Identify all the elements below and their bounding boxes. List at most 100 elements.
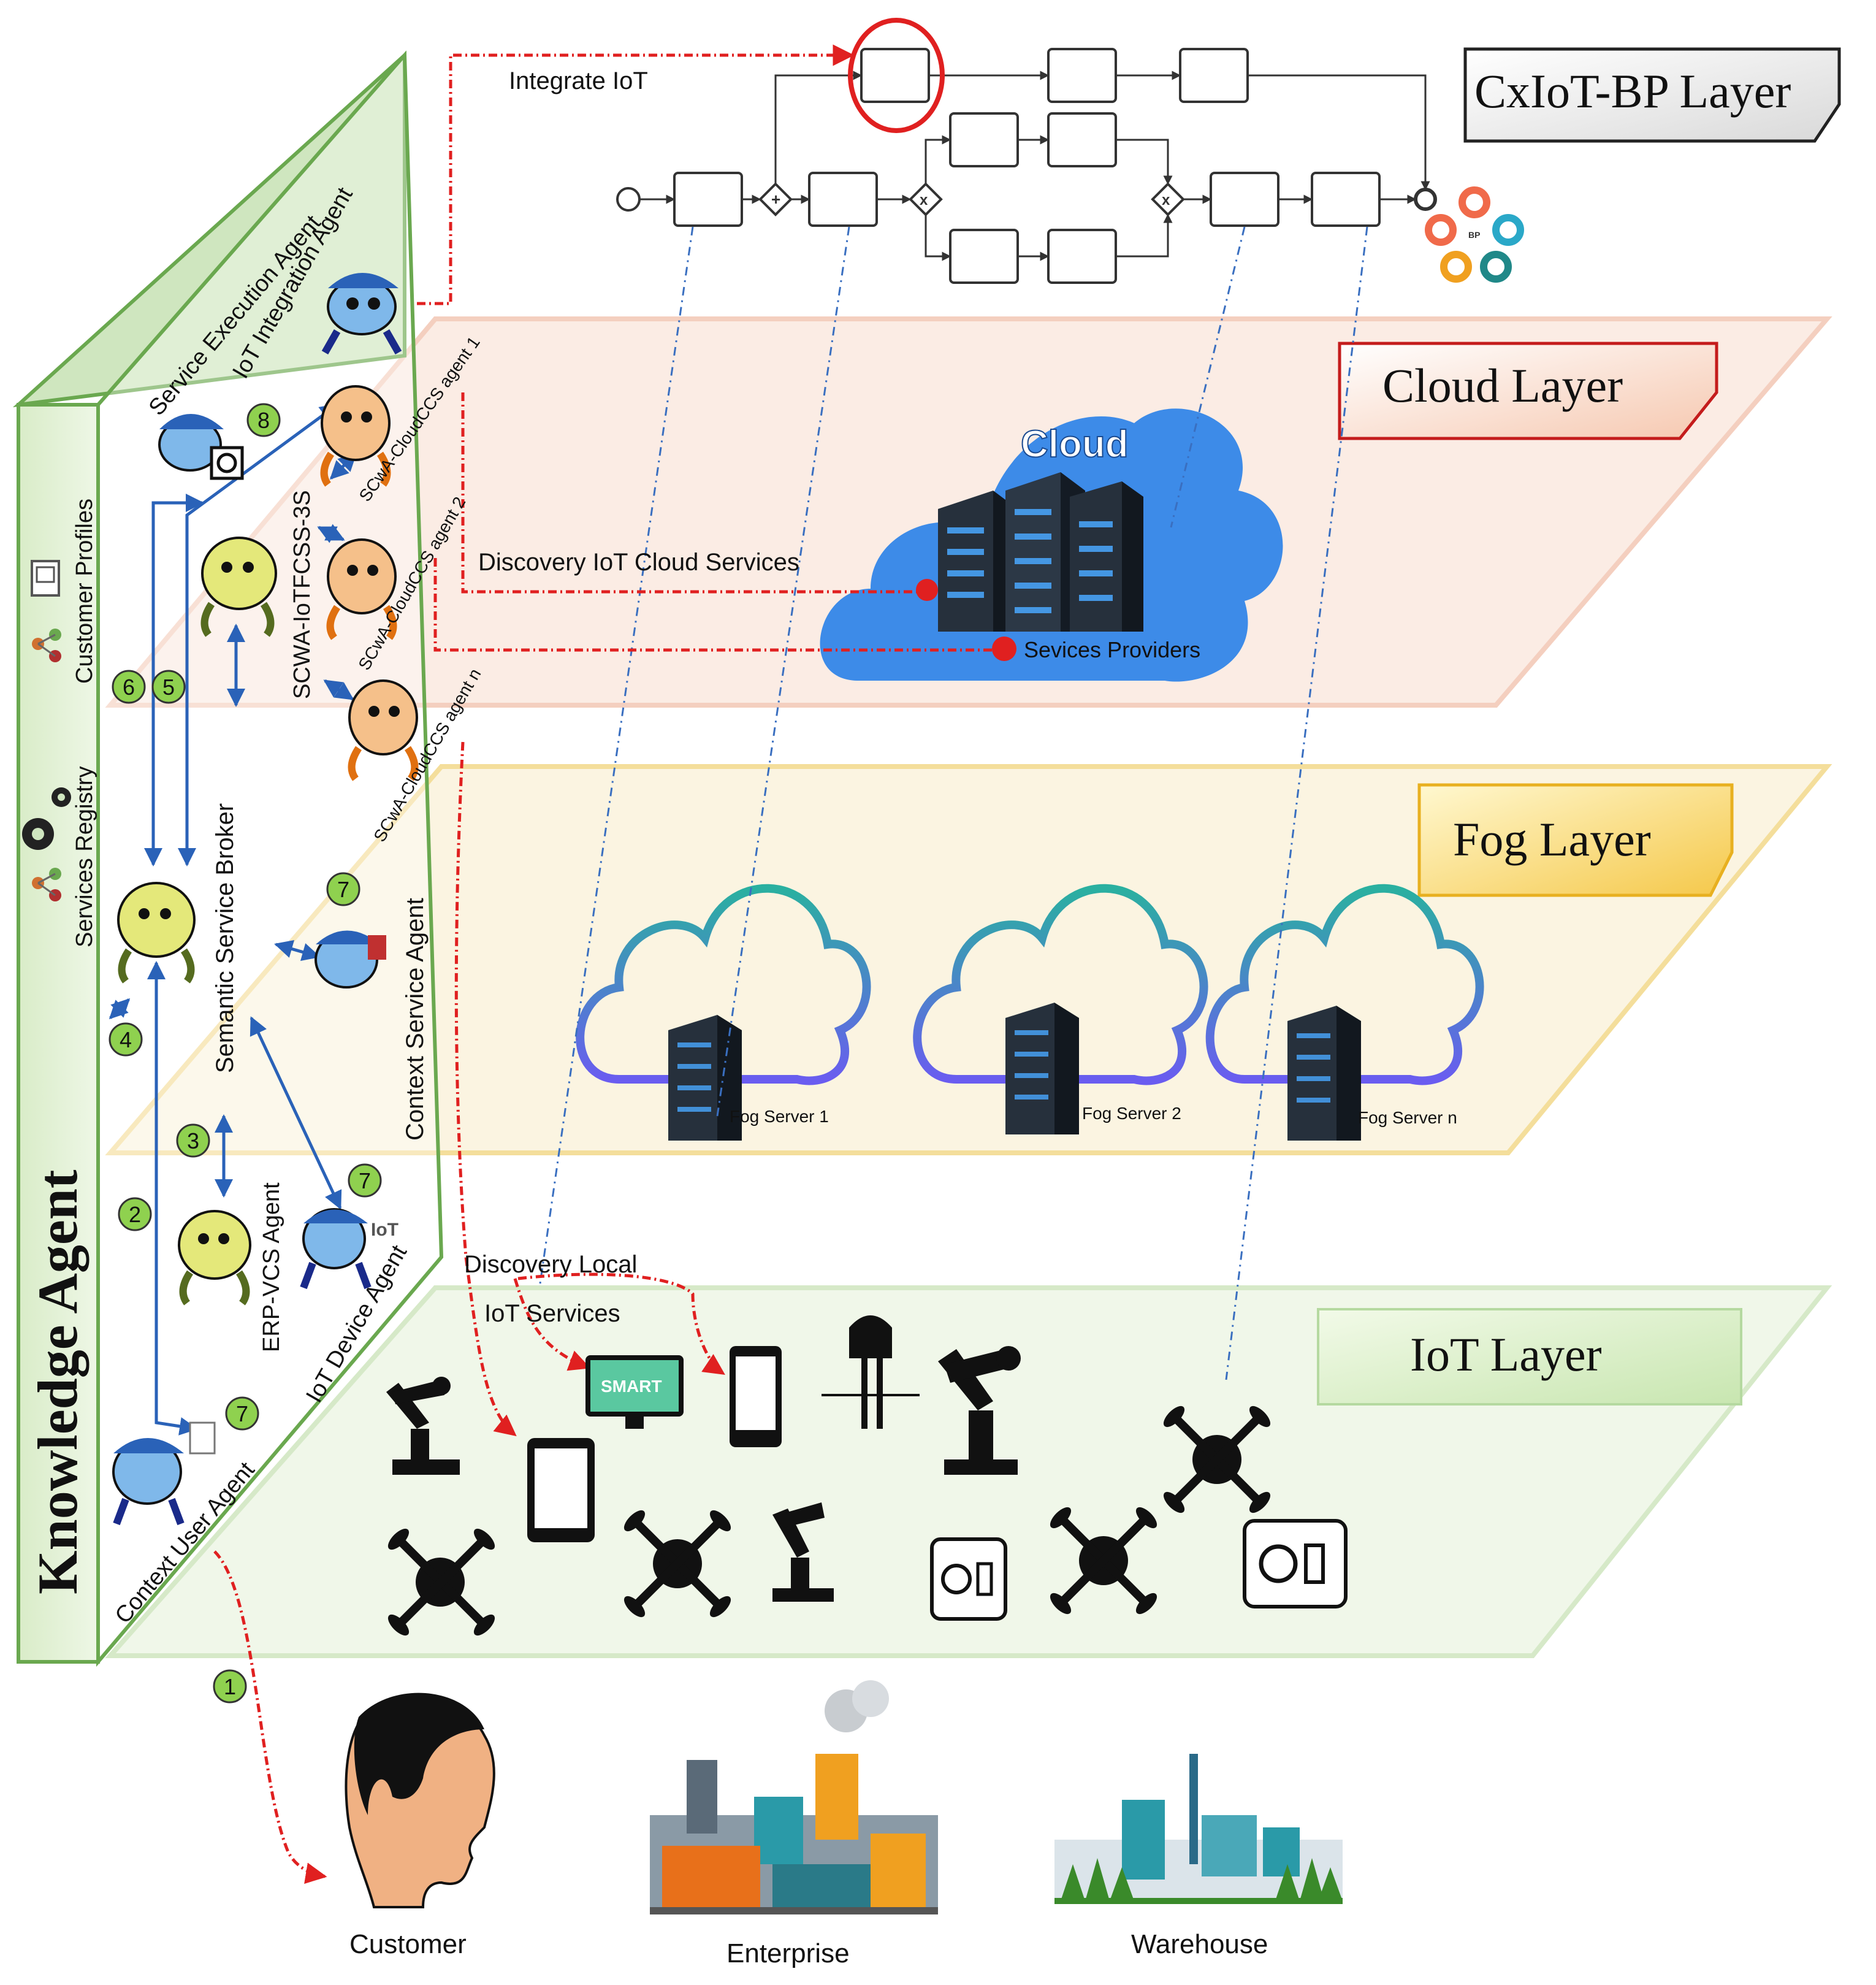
enterprise-label: Enterprise [726, 1938, 850, 1968]
svg-text:2: 2 [129, 1202, 141, 1227]
gears-icon [22, 787, 71, 850]
svg-text:x: x [1162, 192, 1170, 208]
svg-text:Fog Server n: Fog Server n [1358, 1108, 1457, 1127]
bp-task [1047, 229, 1117, 284]
svg-text:Fog Server 2: Fog Server 2 [1082, 1104, 1181, 1123]
svg-text:BP: BP [1468, 230, 1480, 240]
iot-integration-agent-icon [321, 273, 402, 354]
iot-devices: SMART [386, 1315, 1348, 1636]
end-event [1414, 188, 1437, 211]
robot-arm-icon [772, 1502, 834, 1602]
bp-task [1047, 112, 1117, 167]
robot-arm-icon [386, 1377, 460, 1475]
svg-text:Fog Server 1: Fog Server 1 [730, 1107, 829, 1126]
services-registry-label: Services Registry [72, 766, 97, 947]
svg-text:IoT Layer: IoT Layer [1410, 1328, 1602, 1381]
drone-icon [387, 1528, 495, 1636]
profile-card-icon [31, 560, 60, 597]
svg-text:7: 7 [359, 1168, 371, 1193]
cloudccs-agent-2-icon [326, 538, 397, 640]
cloudccs-agent-n-icon [348, 679, 419, 781]
enterprise-icon [650, 1680, 938, 1914]
svg-text:1: 1 [224, 1674, 236, 1699]
cloud-layer-title: Cloud Layer [1338, 342, 1718, 440]
highlight-ring [848, 18, 945, 133]
svg-text:7: 7 [337, 877, 349, 902]
step-badge: 3 [176, 1123, 210, 1158]
step-badges: 1 2 3 4 5 6 7 7 7 8 [109, 403, 382, 1704]
server-rack-icon [938, 472, 1143, 632]
smartphone-icon [730, 1346, 782, 1447]
semantic-broker-agent-icon [117, 882, 196, 984]
step-badge: 6 [112, 670, 146, 704]
context-user-agent-icon [112, 1421, 216, 1526]
svg-text:+: + [771, 190, 780, 208]
bp-task [1210, 172, 1279, 227]
fog-server-group: Fog Server 1 [576, 884, 871, 1141]
bp-task [1311, 172, 1381, 227]
services-providers-label: Sevices Providers [1024, 637, 1200, 662]
svg-text:7: 7 [236, 1401, 248, 1426]
svg-text:8: 8 [257, 408, 270, 433]
bp-task [949, 229, 1019, 284]
provider-point [992, 637, 1016, 661]
agent-links [109, 403, 357, 1436]
bp-badge-icon: BP [1425, 186, 1524, 283]
share-nodes-icon [32, 868, 61, 901]
customer-label: Customer [349, 1929, 467, 1959]
bp-layer-title: CxIoT-BP Layer [1463, 47, 1841, 143]
robot-arm-icon [938, 1346, 1021, 1475]
bp-task [673, 172, 743, 227]
bp-process-model: + x x [616, 48, 1437, 284]
scwa-iotfcss-label: SCWA-IoTFCSS-3S [289, 490, 315, 699]
smart-meter-icon [1243, 1519, 1348, 1608]
dependency-lines [538, 226, 1368, 1380]
svg-text:Cloud Layer: Cloud Layer [1382, 359, 1623, 412]
customer-profiles-label: Customer Profiles [72, 499, 97, 684]
step-badge: 1 [213, 1669, 247, 1704]
context-service-agent-icon [315, 930, 386, 989]
warehouse-icon [1054, 1754, 1343, 1904]
drone-icon [1163, 1406, 1271, 1513]
svg-text:CxIoT-BP Layer: CxIoT-BP Layer [1474, 64, 1791, 118]
smart-monitor-icon: SMART [585, 1355, 684, 1429]
tablet-icon [527, 1438, 595, 1542]
service-execution-agent-icon [158, 414, 244, 480]
step-badge: 7 [348, 1163, 382, 1198]
customer-icon [345, 1692, 495, 1908]
bp-task [808, 172, 878, 227]
svg-text:IoT: IoT [371, 1220, 398, 1240]
step-badge: 7 [326, 872, 360, 906]
discovery-point [916, 579, 938, 601]
soil-sensor-icon [822, 1315, 920, 1429]
iot-device-agent-icon: IoT [300, 1208, 398, 1290]
fog-server-group: Fog Server 2 [913, 884, 1208, 1134]
step-badge: 7 [225, 1396, 259, 1431]
step-badge: 2 [118, 1197, 152, 1231]
bp-task-integrate [860, 48, 930, 103]
bp-task [949, 112, 1019, 167]
svg-text:4: 4 [120, 1027, 132, 1052]
share-nodes-icon [32, 629, 61, 662]
erp-vcs-agent-label: ERP-VCS Agent [259, 1182, 284, 1352]
smart-meter-icon [930, 1537, 1007, 1621]
discovery-local-label-2: IoT Services [484, 1300, 620, 1327]
integrate-iot-label: Integrate IoT [509, 67, 648, 94]
drone-icon [623, 1510, 731, 1618]
start-event [616, 187, 641, 212]
svg-text:6: 6 [123, 675, 135, 700]
svg-text:Cloud: Cloud [1021, 423, 1129, 465]
svg-text:5: 5 [162, 675, 175, 700]
step-badge: 4 [109, 1022, 143, 1057]
semantic-broker-label: Semantic Service Broker [212, 803, 238, 1073]
bp-task [1179, 48, 1249, 103]
fog-layer-plane [105, 764, 1832, 1155]
cloudccs-agent-1-icon [320, 385, 391, 487]
fog-server-icon [1005, 1003, 1079, 1134]
svg-text:SMART: SMART [601, 1377, 662, 1396]
cloud-provider-graphic: Cloud Sevices Providers [820, 408, 1283, 682]
context-service-agent-label: Context Service Agent [402, 898, 429, 1141]
fog-server-icon [668, 1015, 742, 1141]
red-flows [213, 44, 993, 1884]
fog-server-icon [1287, 1006, 1361, 1141]
